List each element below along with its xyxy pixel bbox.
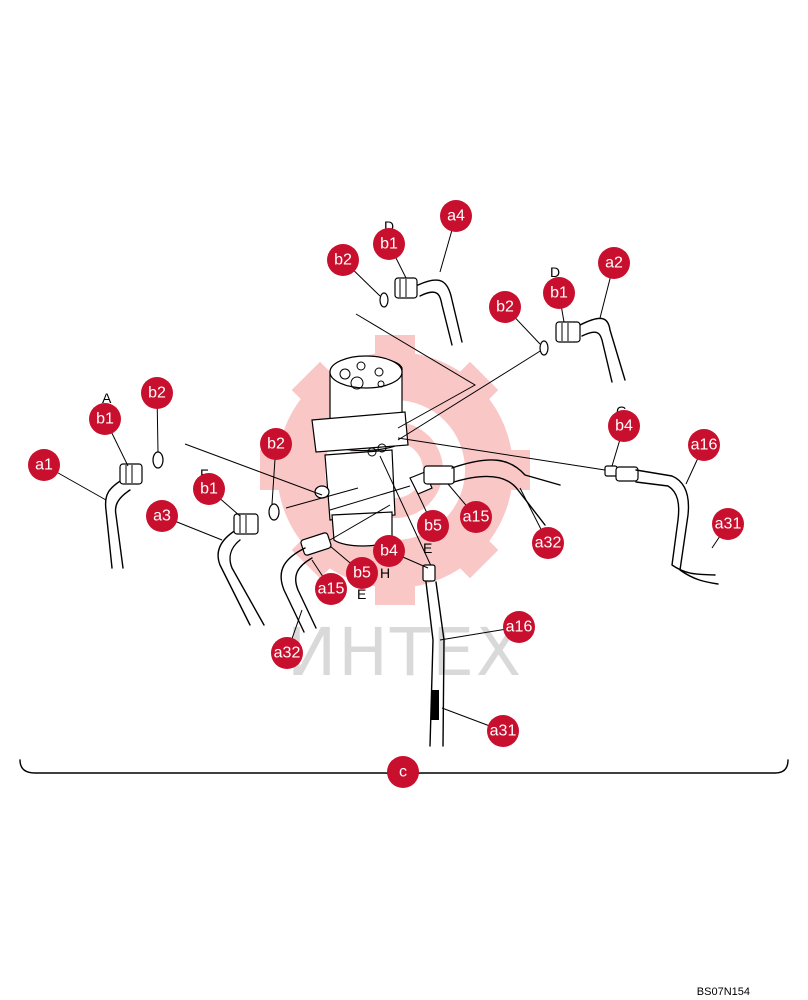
callout-b2-left[interactable]: b2: [141, 377, 173, 409]
callout-b5-center[interactable]: b5: [417, 510, 449, 542]
svg-text:b5: b5: [353, 565, 371, 582]
callout-b4-center[interactable]: b4: [373, 535, 405, 567]
svg-text:c: c: [399, 764, 407, 781]
svg-text:a4: a4: [447, 208, 465, 225]
callout-a31-right[interactable]: a31: [712, 508, 744, 540]
svg-text:a32: a32: [274, 645, 301, 662]
callout-a15-lower[interactable]: a15: [315, 573, 347, 605]
callout-b2-top[interactable]: b2: [327, 244, 359, 276]
svg-text:b2: b2: [496, 299, 514, 316]
svg-text:a31: a31: [490, 723, 517, 740]
callout-b1-right[interactable]: b1: [543, 277, 575, 309]
svg-text:a31: a31: [715, 516, 742, 533]
port-letter-right-d: D: [550, 264, 560, 280]
swivel-joint: [311, 355, 409, 547]
svg-text:a16: a16: [691, 437, 718, 454]
port-letter-center-e: E: [423, 540, 432, 556]
svg-text:a16: a16: [506, 619, 533, 636]
callout-a3[interactable]: a3: [146, 500, 178, 532]
svg-text:b5: b5: [424, 518, 442, 535]
port-letter-top-d: D: [384, 218, 394, 234]
hose-a4: [379, 277, 463, 346]
callout-a16-right[interactable]: a16: [688, 429, 720, 461]
svg-text:b4: b4: [615, 418, 633, 435]
port-leader-lines: [184, 313, 606, 569]
callout-a15-center[interactable]: a15: [460, 501, 492, 533]
hose-a32-lower: [280, 532, 332, 633]
callout-a16-lower[interactable]: a16: [503, 611, 535, 643]
svg-text:b2: b2: [267, 436, 285, 453]
hose-a1: [104, 451, 164, 569]
drawing-code: BS07N154: [696, 986, 750, 998]
svg-text:b1: b1: [200, 481, 218, 498]
port-letter-left-a: A: [102, 390, 112, 406]
svg-text:a15: a15: [318, 581, 345, 598]
callout-b5-lower[interactable]: b5: [346, 557, 378, 589]
callout-a2[interactable]: a2: [598, 247, 630, 279]
callout-a4[interactable]: a4: [440, 200, 472, 232]
callout-a32-lower[interactable]: a32: [271, 637, 303, 669]
svg-text:b2: b2: [148, 385, 166, 402]
svg-text:b4: b4: [380, 543, 398, 560]
hose-a2: [539, 317, 626, 383]
callout-b4-right[interactable]: b4: [608, 410, 640, 442]
hose-a16-right: [604, 465, 719, 585]
callout-b1-top[interactable]: b1: [373, 228, 405, 260]
svg-text:a1: a1: [35, 457, 53, 474]
callout-b2-mid[interactable]: b2: [260, 428, 292, 460]
port-letter-lower-e: E: [357, 586, 366, 602]
callout-a1[interactable]: a1: [28, 449, 60, 481]
svg-text:b1: b1: [380, 236, 398, 253]
svg-text:b1: b1: [550, 285, 568, 302]
callout-a31-lower[interactable]: a31: [487, 715, 519, 747]
callout-a32-center[interactable]: a32: [532, 527, 564, 559]
callout-b1-left[interactable]: b1: [89, 403, 121, 435]
callout-b1-mid[interactable]: b1: [193, 473, 225, 505]
svg-text:a2: a2: [605, 255, 623, 272]
port-letter-lower-h: H: [380, 565, 390, 581]
watermark-text: ИНТЕХ: [287, 614, 523, 691]
svg-text:b1: b1: [96, 411, 114, 428]
hose-a32-center: [409, 459, 561, 526]
hose-a16-lower: [422, 564, 445, 747]
svg-text:a3: a3: [153, 508, 171, 525]
callout-c[interactable]: c: [387, 756, 419, 788]
svg-text:a32: a32: [535, 535, 562, 552]
svg-text:b2: b2: [334, 252, 352, 269]
svg-text:a15: a15: [463, 509, 490, 526]
hose-a3: [217, 503, 280, 626]
callout-b2-right[interactable]: b2: [489, 291, 521, 323]
